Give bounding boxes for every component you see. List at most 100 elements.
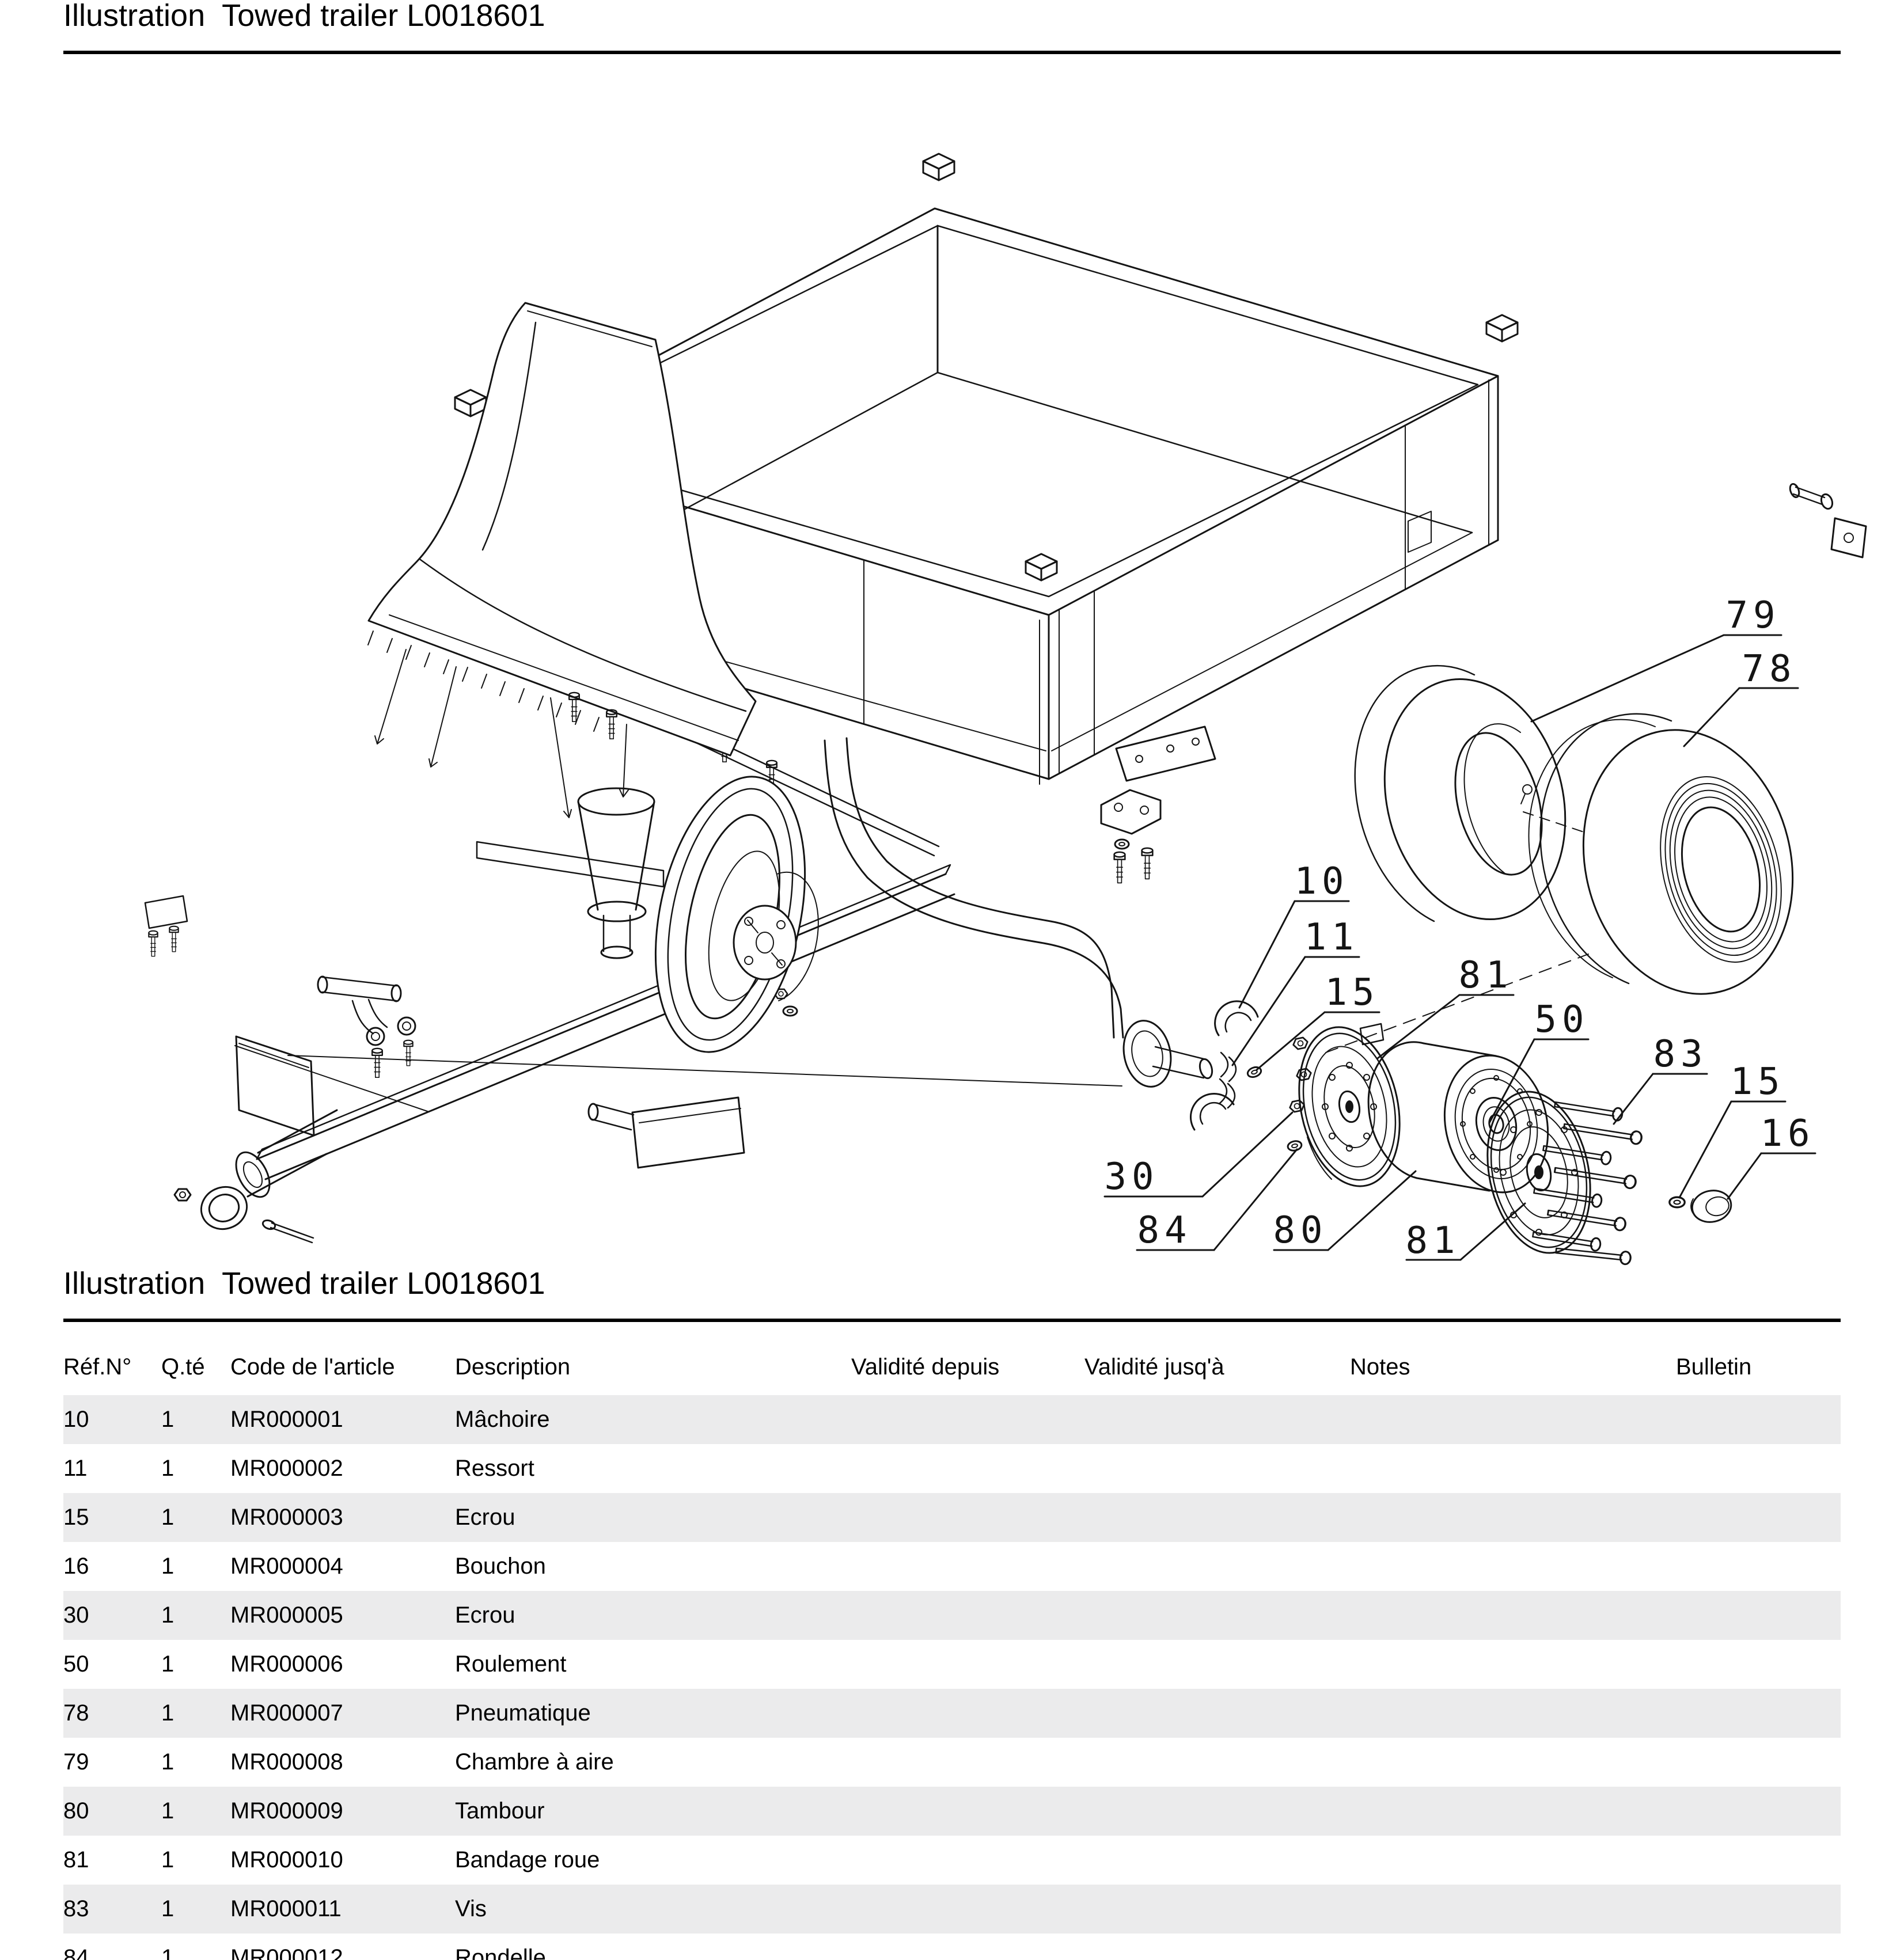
cell-qty: 1: [161, 1749, 175, 1775]
cell-qty: 1: [161, 1505, 175, 1530]
cell-qty: 1: [161, 1456, 175, 1481]
title-divider: [63, 51, 1841, 54]
table-row: 78 1 MR000007 Pneumatique: [63, 1689, 1841, 1738]
cell-ref: 80: [63, 1798, 89, 1824]
cell-qty: 1: [161, 1945, 175, 1960]
cell-description: Tambour: [455, 1798, 545, 1824]
col-ref: Réf.N°: [63, 1354, 132, 1380]
cell-ref: 15: [63, 1505, 89, 1530]
cell-qty: 1: [161, 1700, 175, 1726]
callout-11: 11: [1304, 916, 1359, 959]
cell-ref: 84: [63, 1945, 89, 1960]
callout-30: 30: [1104, 1156, 1159, 1198]
callout-10: 10: [1294, 860, 1349, 903]
cell-qty: 1: [161, 1651, 175, 1677]
cell-code: MR000005: [230, 1602, 343, 1628]
callout-leader: [1238, 900, 1296, 1009]
inner-tube-and-tyre: [1325, 664, 1794, 1053]
col-code: Code de l'article: [230, 1354, 395, 1380]
callout-leader: [1678, 1100, 1732, 1199]
cell-description: Rondelle: [455, 1945, 546, 1960]
cell-qty: 1: [161, 1407, 175, 1432]
cell-description: Chambre à aire: [455, 1749, 614, 1775]
table-row: 30 1 MR000005 Ecrou: [63, 1591, 1841, 1640]
cell-code: MR000012: [230, 1945, 343, 1960]
cell-description: Ecrou: [455, 1602, 515, 1628]
callout-15: 15: [1325, 971, 1379, 1014]
cell-qty: 1: [161, 1602, 175, 1628]
cell-code: MR000011: [230, 1896, 342, 1921]
page-title: Illustration Towed trailer L0018601: [63, 0, 545, 33]
cell-ref: 78: [63, 1700, 89, 1726]
table-row: 10 1 MR000001 Mâchoire: [63, 1395, 1841, 1444]
cell-code: MR000004: [230, 1553, 343, 1579]
cell-code: MR000003: [230, 1505, 343, 1530]
col-valid-to: Validité jusq'à: [1084, 1354, 1224, 1380]
callout-81: 81: [1458, 954, 1513, 997]
table-row: 84 1 MR000012 Rondelle: [63, 1934, 1841, 1960]
cell-code: MR000001: [230, 1407, 343, 1432]
col-description: Description: [455, 1354, 571, 1380]
callout-78: 78: [1742, 648, 1796, 690]
hub-exploded: [1190, 1000, 1732, 1266]
callout-15: 15: [1730, 1061, 1785, 1103]
callout-leader: [1376, 994, 1461, 1059]
cell-description: Pneumatique: [455, 1700, 591, 1726]
cell-description: Ressort: [455, 1456, 534, 1481]
callout-50: 50: [1534, 998, 1589, 1041]
callout-leader: [1459, 1202, 1526, 1261]
callout-leader: [1488, 1038, 1535, 1124]
wheel-assembled: [654, 776, 819, 1053]
chassis-drawbar: [144, 647, 1122, 1244]
callout-81: 81: [1405, 1220, 1460, 1262]
cell-description: Vis: [455, 1896, 487, 1921]
cell-ref: 11: [63, 1456, 88, 1481]
col-qty: Q.té: [161, 1354, 205, 1380]
callout-leader: [1727, 1152, 1762, 1200]
col-bulletin: Bulletin: [1676, 1354, 1752, 1380]
cell-code: MR000010: [230, 1847, 343, 1872]
cell-ref: 83: [63, 1896, 89, 1921]
table-row: 83 1 MR000011 Vis: [63, 1885, 1841, 1934]
cell-code: MR000002: [230, 1456, 343, 1481]
cell-description: Mâchoire: [455, 1407, 550, 1432]
cell-description: Bandage roue: [455, 1847, 600, 1872]
callout-84: 84: [1137, 1209, 1192, 1252]
callout-leader: [1213, 1148, 1298, 1251]
table-row: 81 1 MR000010 Bandage roue: [63, 1836, 1841, 1885]
callout-leader: [1201, 1111, 1294, 1198]
cell-ref: 50: [63, 1651, 89, 1677]
section-title: Illustration Towed trailer L0018601: [63, 1266, 545, 1301]
callout-16: 16: [1760, 1112, 1815, 1155]
callout-79: 79: [1725, 594, 1780, 637]
section-divider: [63, 1319, 1841, 1322]
cell-ref: 30: [63, 1602, 89, 1628]
cell-qty: 1: [161, 1553, 175, 1579]
cell-description: Ecrou: [455, 1505, 515, 1530]
callout-leader: [1613, 1073, 1654, 1125]
seat: [367, 302, 757, 959]
cell-code: MR000007: [230, 1700, 343, 1726]
callout-leader: [1683, 687, 1740, 747]
table-row: 15 1 MR000003 Ecrou: [63, 1493, 1841, 1542]
callout-leader: [1530, 634, 1725, 723]
callout-80: 80: [1273, 1209, 1328, 1252]
callout-labels: 79 78 10 11 15 81 50 83 15 16 30 84 80 81: [1103, 594, 1816, 1262]
cell-ref: 10: [63, 1407, 89, 1432]
cell-ref: 79: [63, 1749, 89, 1775]
cell-qty: 1: [161, 1896, 175, 1921]
callout-83: 83: [1653, 1033, 1708, 1076]
parts-table-header: Réf.N° Q.té Code de l'article Descriptio…: [63, 1348, 1841, 1384]
cell-ref: 81: [63, 1847, 89, 1872]
cell-description: Bouchon: [455, 1553, 546, 1579]
callout-leader: [1256, 1011, 1326, 1071]
cell-qty: 1: [161, 1847, 175, 1872]
cell-code: MR000009: [230, 1798, 343, 1824]
